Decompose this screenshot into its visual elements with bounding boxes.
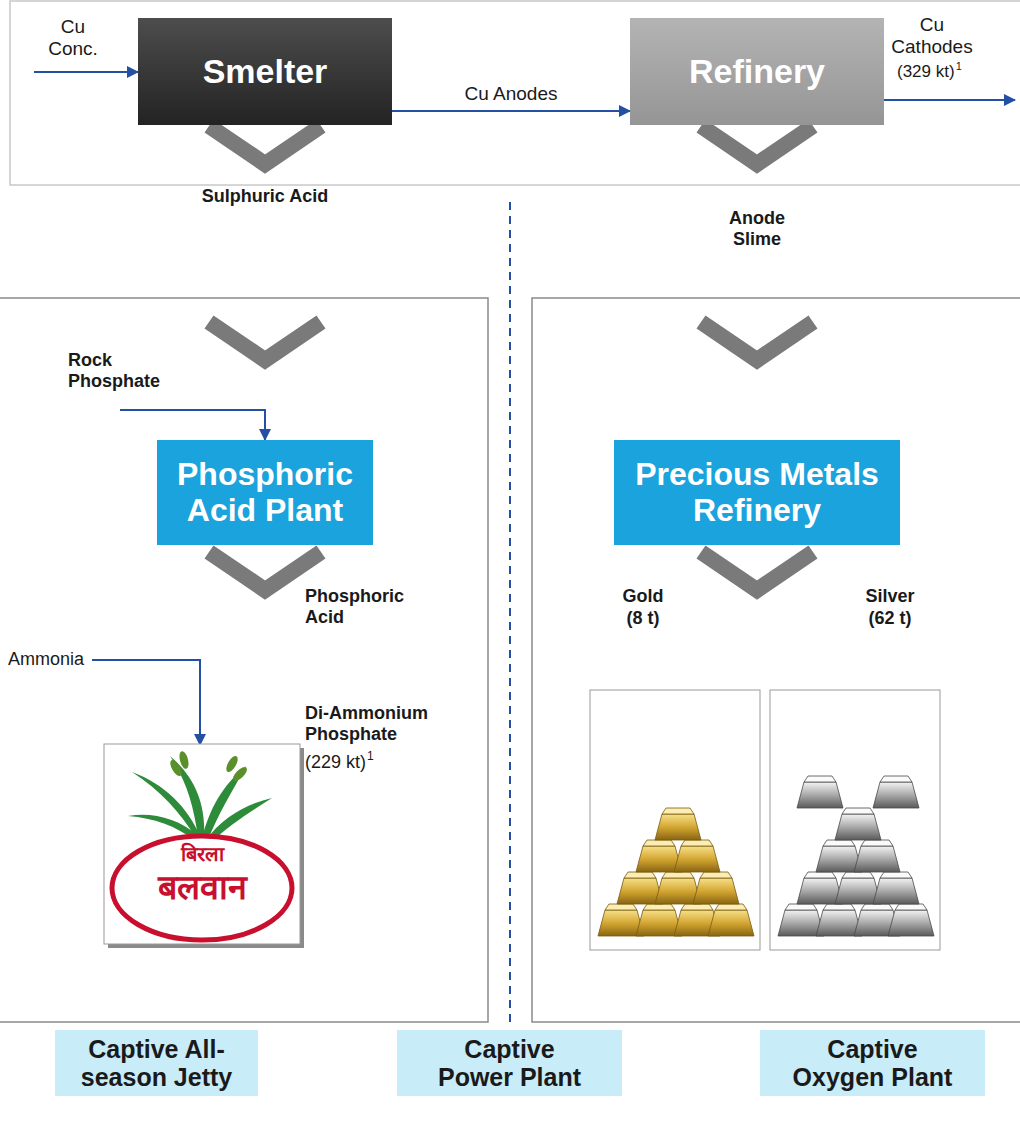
flow-label: Rock Phosphate [68,350,173,391]
box-label: Captive Power Plant [431,1035,589,1091]
flow-label: Cu Cathodes [884,14,980,58]
process-box: Refinery [630,18,884,125]
right-panel [532,298,1020,1022]
chevron [701,126,813,164]
top-frame [10,1,1020,185]
box-label: Smelter [203,52,328,90]
chevron [701,552,813,590]
edge-label: Cu Anodes [465,83,558,105]
left-panel [0,298,488,1022]
flow-label: Phosphoric Acid [305,586,425,627]
flow-label: Di-Ammonium Phosphate [305,703,443,744]
facility-box: Captive Power Plant [397,1030,622,1096]
footnote-mark: 1 [367,750,374,764]
logo-frame [104,744,300,944]
flow-label: (229 kt) [305,752,366,773]
flow-arrow [392,110,630,112]
box-label: Refinery [689,52,825,90]
flow-label: (329 kt) [897,62,955,82]
feed-arrow [92,660,200,745]
plant-box: Precious Metals Refinery [614,440,900,545]
plant-box: Phosphoric Acid Plant [157,440,373,545]
chevron [209,322,321,360]
flow-label: Silver [850,586,930,607]
box-label: Phosphoric Acid Plant [157,457,373,529]
logo-ellipse [112,836,292,940]
divider-line [509,202,511,1022]
chevron [209,126,321,164]
feed-arrow [34,71,138,73]
output-arrow [884,99,1015,101]
brand-logo [104,744,304,948]
footnote-mark: 1 [956,60,962,73]
flow-label: (8 t) [603,608,683,629]
process-box: Smelter [138,18,392,125]
feed-arrows [34,72,1015,745]
flow-label: Ammonia [8,649,84,670]
silver-bars-picture [770,690,940,950]
flow-label: बलवान [122,868,282,907]
flow-label: Anode Slime [707,208,807,249]
picture-frame [590,690,760,950]
picture-frame [770,690,940,950]
flow-label: Gold [603,586,683,607]
flow-label: Cu Conc. [38,16,108,60]
logo-leaves [128,756,272,842]
chevron [209,552,321,590]
box-label: Precious Metals Refinery [614,457,900,529]
facility-box: Captive All-season Jetty [55,1030,258,1096]
chevron [701,322,813,360]
box-label: Captive Oxygen Plant [785,1035,960,1091]
facility-box: Captive Oxygen Plant [760,1030,985,1096]
flow-label: Sulphuric Acid [140,186,390,207]
flow-label: (62 t) [850,608,930,629]
flow-label: बिरला [152,843,252,866]
feed-arrow [120,410,265,440]
box-label: Captive All-season Jetty [77,1035,237,1091]
gold-bars-picture [590,690,760,950]
logo-grain [168,750,249,783]
